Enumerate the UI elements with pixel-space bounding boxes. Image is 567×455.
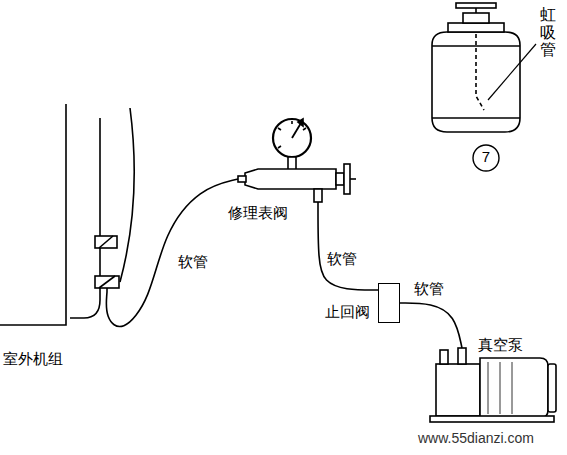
gauge-manifold-stroke (350, 178, 356, 180)
outdoor-unit-stroke (95, 236, 117, 248)
hose-label: 软管 (176, 253, 210, 271)
gauge-manifold-stroke (344, 164, 350, 194)
node-label: 室外机组 (3, 350, 63, 368)
gauge-manifold-stroke (278, 121, 306, 148)
refrigerant-cylinder-stroke (456, 3, 496, 8)
node-label: 止回阀 (325, 303, 370, 321)
gauge-manifold-stroke (298, 119, 303, 126)
vacuum-pump (430, 348, 556, 422)
vacuum-pump-stroke (548, 364, 556, 412)
outdoor-unit-stroke (120, 108, 134, 282)
refrigerant-cylinder-stroke (473, 145, 499, 171)
gauge-manifold-stroke (336, 173, 344, 185)
watermark: www.55dianzi.com (418, 430, 534, 446)
outdoor-unit-stroke (95, 276, 119, 288)
hose-line (318, 202, 378, 290)
gauge-manifold-stroke (238, 176, 246, 182)
refrigerant-cylinder-stroke (488, 44, 536, 100)
vacuum-pump-stroke (488, 362, 512, 414)
hose-line (106, 179, 238, 327)
outdoor-unit (0, 104, 134, 325)
hose-label: 软管 (325, 250, 359, 268)
unit-region: 室外机组 (0, 100, 145, 372)
hose-label: 软管 (412, 280, 446, 298)
vacuum-pump-stroke (436, 364, 480, 416)
refrigerant-cylinder-stroke (432, 45, 520, 47)
refrigerant-cylinder-stroke (463, 13, 489, 23)
hose-line (400, 303, 462, 348)
refrigerant-cylinder (432, 3, 536, 171)
node-label: 真空泵 (478, 336, 523, 354)
outdoor-unit-stroke (99, 276, 115, 288)
outdoor-unit-stroke (99, 236, 113, 248)
gauge-manifold (238, 119, 356, 202)
vacuum-pump-stroke (440, 350, 448, 364)
gauge-manifold-stroke (245, 169, 336, 189)
refrigerant-cylinder-stroke (476, 34, 484, 110)
outdoor-unit-stroke (0, 104, 66, 325)
gauge-manifold-stroke (292, 123, 301, 138)
gauge-manifold-stroke (273, 119, 311, 157)
refrigerant-cylinder-stroke (448, 23, 504, 32)
check-valve-body (378, 283, 400, 323)
manifold-gauge: 修理表阀 (226, 110, 361, 225)
refrigerant-cylinder-stroke (432, 32, 520, 132)
vacuum-pump: 真空泵 (432, 336, 560, 424)
check-valve: 止回阀 (325, 283, 400, 323)
vacuum-pump-stroke (430, 416, 554, 422)
gauge-manifold-stroke (314, 189, 322, 202)
vacuum-pump-stroke (480, 358, 548, 418)
node-label: 修理表阀 (228, 204, 288, 222)
vacuum-pump-stroke (458, 348, 466, 364)
part-name: 虹吸管 (540, 6, 556, 59)
refrigerant-cylinder-stroke (432, 117, 520, 119)
outdoor-unit-stroke (106, 288, 108, 292)
callout-number: 7 (476, 148, 496, 165)
